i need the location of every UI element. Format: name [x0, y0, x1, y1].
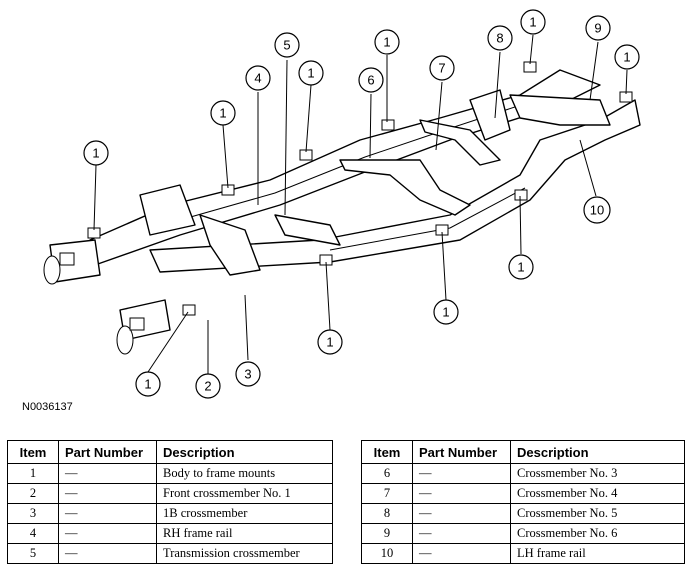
table-row: 7—Crossmember No. 4	[361, 483, 685, 504]
callout-1-b: 1	[210, 100, 236, 126]
callout-1-a: 1	[83, 140, 109, 166]
svg-text:1: 1	[326, 335, 333, 350]
svg-text:4: 4	[254, 71, 261, 86]
callout-7: 7	[429, 55, 455, 81]
svg-text:1: 1	[144, 377, 151, 392]
parts-table-right: Item Part Number Description 6—Crossmemb…	[361, 440, 685, 564]
callout-1-g: 1	[135, 371, 161, 397]
callout-1-f: 1	[614, 44, 640, 70]
col-part-number: Part Number	[58, 440, 157, 464]
col-description: Description	[156, 440, 333, 464]
svg-text:1: 1	[92, 146, 99, 161]
svg-text:8: 8	[496, 31, 503, 46]
callout-1-c: 1	[298, 60, 324, 86]
svg-text:1: 1	[623, 50, 630, 65]
callout-1-i: 1	[433, 299, 459, 325]
callout-8: 8	[487, 25, 513, 51]
callout-1-h: 1	[317, 329, 343, 355]
svg-text:2: 2	[204, 379, 211, 394]
table-row: 2—Front crossmember No. 1	[7, 483, 333, 504]
parts-table-left: Item Part Number Description 1—Body to f…	[7, 440, 333, 564]
table-row: 4—RH frame rail	[7, 523, 333, 544]
callout-1-d: 1	[374, 29, 400, 55]
col-part-number: Part Number	[412, 440, 511, 464]
callout-10: 10	[583, 196, 611, 224]
col-item: Item	[361, 440, 413, 464]
col-item: Item	[7, 440, 59, 464]
callout-5: 5	[274, 32, 300, 58]
callout-2: 2	[195, 373, 221, 399]
svg-text:1: 1	[307, 66, 314, 81]
svg-text:3: 3	[244, 367, 251, 382]
callout-1-e: 1	[520, 9, 546, 35]
table-row: 10—LH frame rail	[361, 543, 685, 564]
table-row: 8—Crossmember No. 5	[361, 503, 685, 524]
callout-3: 3	[235, 361, 261, 387]
svg-text:10: 10	[590, 203, 604, 218]
svg-text:1: 1	[219, 106, 226, 121]
callout-1-j: 1	[508, 254, 534, 280]
table-row: 1—Body to frame mounts	[7, 463, 333, 484]
crossmembers	[139, 89, 611, 276]
table-row: 9—Crossmember No. 6	[361, 523, 685, 544]
svg-text:1: 1	[383, 35, 390, 50]
table-row: 6—Crossmember No. 3	[361, 463, 685, 484]
callout-9: 9	[585, 15, 611, 41]
lh-frame-rail	[149, 99, 641, 273]
svg-text:5: 5	[283, 38, 290, 53]
leader-lines	[93, 34, 628, 374]
table-row: 5—Transmission crossmember	[7, 543, 333, 564]
svg-text:1: 1	[442, 305, 449, 320]
frame-diagram: 1 1 1 1 1 1 1 1 1 1 2 3 4 5 6 7 8 9 10	[43, 9, 641, 399]
callout-6: 6	[358, 67, 384, 93]
callout-4: 4	[245, 65, 271, 91]
svg-text:9: 9	[594, 21, 601, 36]
col-description: Description	[510, 440, 685, 464]
svg-text:6: 6	[367, 73, 374, 88]
svg-text:7: 7	[438, 61, 445, 76]
svg-text:1: 1	[517, 260, 524, 275]
svg-text:1: 1	[529, 15, 536, 30]
figure-id: N0036137	[22, 401, 73, 413]
table-row: 3—1B crossmember	[7, 503, 333, 524]
front-end	[43, 239, 171, 355]
